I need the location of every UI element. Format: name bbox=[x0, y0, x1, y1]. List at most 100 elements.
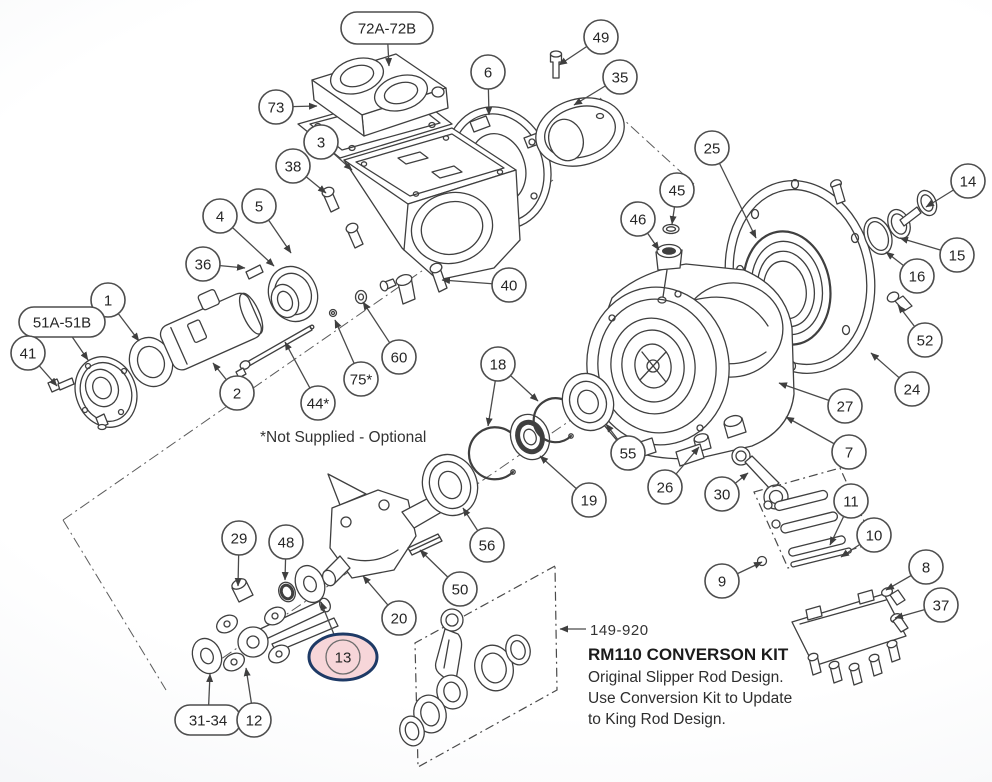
callout-balloon bbox=[856, 517, 892, 553]
callout-balloon bbox=[381, 339, 417, 375]
highlight-ellipse bbox=[307, 632, 379, 682]
kit-description-line-3: to King Rod Design. bbox=[588, 711, 726, 728]
callout-label: 25 bbox=[704, 140, 721, 157]
part-washer-31-34 bbox=[191, 637, 223, 675]
part-pin-29 bbox=[231, 578, 254, 603]
callout-label: 7 bbox=[845, 444, 853, 461]
callout-balloon bbox=[442, 571, 478, 607]
callout-balloon bbox=[241, 188, 277, 224]
callout-label: 10 bbox=[866, 527, 883, 544]
callout-balloon bbox=[894, 371, 930, 407]
callout-24: 24 bbox=[870, 352, 930, 407]
callout-label: 36 bbox=[195, 256, 212, 273]
callout-balloon bbox=[908, 549, 944, 585]
callout-8: 8 bbox=[885, 549, 944, 591]
callout-75x: 75* bbox=[334, 319, 379, 397]
callout-6: 6 bbox=[470, 54, 506, 116]
callout-14: 14 bbox=[925, 163, 986, 208]
callout-label: 55 bbox=[620, 445, 637, 462]
callout-balloon bbox=[704, 476, 740, 512]
part-cylinder-2 bbox=[159, 289, 264, 371]
callout-46: 46 bbox=[620, 201, 660, 251]
callout-label: 60 bbox=[391, 349, 408, 366]
callout-balloon bbox=[827, 388, 863, 424]
callout-45: 45 bbox=[659, 172, 695, 225]
callout-balloon bbox=[221, 520, 257, 556]
callout-60: 60 bbox=[362, 301, 417, 375]
callout-label: 40 bbox=[501, 277, 518, 294]
callout-40: 40 bbox=[441, 267, 527, 303]
callout-balloon bbox=[704, 563, 740, 599]
callout-balloon bbox=[491, 267, 527, 303]
part-snap-rings-and-seal bbox=[467, 372, 615, 481]
callout-36: 36 bbox=[185, 246, 246, 282]
callout-balloon bbox=[340, 11, 434, 45]
callout-label: 8 bbox=[922, 559, 930, 576]
part-conversion-plate bbox=[753, 467, 875, 569]
part-bearing-flange-51 bbox=[74, 356, 138, 431]
callout-balloon bbox=[219, 375, 255, 411]
callout-25: 25 bbox=[694, 130, 757, 239]
part-shaft-seals bbox=[863, 189, 938, 255]
kit-description-line-1: Original Slipper Rod Design. bbox=[588, 669, 784, 686]
part-bearing-housing bbox=[343, 127, 521, 281]
callout-label: 45 bbox=[669, 182, 686, 199]
callout-balloon bbox=[694, 130, 730, 166]
callout-label: 38 bbox=[285, 158, 302, 175]
part-elbow-fitting bbox=[379, 273, 416, 305]
callout-balloon bbox=[571, 482, 607, 518]
callout-27: 27 bbox=[778, 382, 863, 424]
kit-description-line-2: Use Conversion Kit to Update bbox=[588, 690, 792, 707]
callout-balloon bbox=[275, 148, 311, 184]
part-pump-body bbox=[586, 223, 795, 467]
callout-1: 1 bbox=[90, 282, 140, 342]
part-bearing-56 bbox=[421, 453, 479, 517]
part-seal-48 bbox=[278, 581, 296, 603]
callout-label: 56 bbox=[479, 537, 496, 554]
callout-10: 10 bbox=[840, 517, 892, 558]
callout-label: 5 bbox=[255, 198, 263, 215]
kit-title: RM110 CONVERSON KIT bbox=[588, 645, 789, 664]
callout-balloon bbox=[300, 385, 336, 421]
callout-label: 19 bbox=[581, 492, 598, 509]
callout-label: 35 bbox=[612, 69, 629, 86]
callout-balloon bbox=[268, 524, 304, 560]
callout-label: 3 bbox=[317, 134, 325, 151]
callout-balloon bbox=[659, 172, 695, 208]
callout-balloon bbox=[833, 483, 869, 519]
callout-label: 30 bbox=[714, 486, 731, 503]
callout-balloon bbox=[381, 600, 417, 636]
callout-9: 9 bbox=[704, 561, 763, 599]
part-bolts-38 bbox=[321, 186, 364, 249]
callout-48: 48 bbox=[268, 524, 304, 581]
callout-balloon bbox=[647, 469, 683, 505]
callout-41: 41 bbox=[10, 335, 58, 387]
callout-label: 52 bbox=[917, 332, 934, 349]
callout-30: 30 bbox=[704, 472, 749, 512]
callout-72a-72b: 72A-72B bbox=[340, 11, 434, 67]
callout-13: 13 bbox=[307, 601, 379, 682]
callout-29: 29 bbox=[221, 520, 257, 587]
text-annotations: *Not Supplied - Optional 149-920 RM110 C… bbox=[260, 429, 792, 728]
callout-16: 16 bbox=[885, 251, 935, 294]
kit-part-number: 149-920 bbox=[590, 622, 649, 639]
part-bolt-40 bbox=[429, 262, 448, 293]
callout-7: 7 bbox=[785, 416, 867, 470]
part-bearing-cap bbox=[791, 587, 909, 686]
callout-50: 50 bbox=[419, 549, 478, 607]
callout-35: 35 bbox=[573, 59, 638, 106]
callout-balloon bbox=[202, 198, 238, 234]
callout-15: 15 bbox=[899, 236, 975, 273]
callout-label: 46 bbox=[630, 211, 647, 228]
callout-20: 20 bbox=[362, 575, 417, 636]
callout-4: 4 bbox=[202, 198, 275, 267]
callout-balloon bbox=[18, 306, 106, 338]
callout-balloon bbox=[236, 702, 272, 738]
callout-73: 73 bbox=[258, 89, 318, 125]
callout-label: 73 bbox=[268, 99, 285, 116]
callout-49: 49 bbox=[558, 19, 619, 66]
callout-label: 1 bbox=[104, 292, 112, 309]
